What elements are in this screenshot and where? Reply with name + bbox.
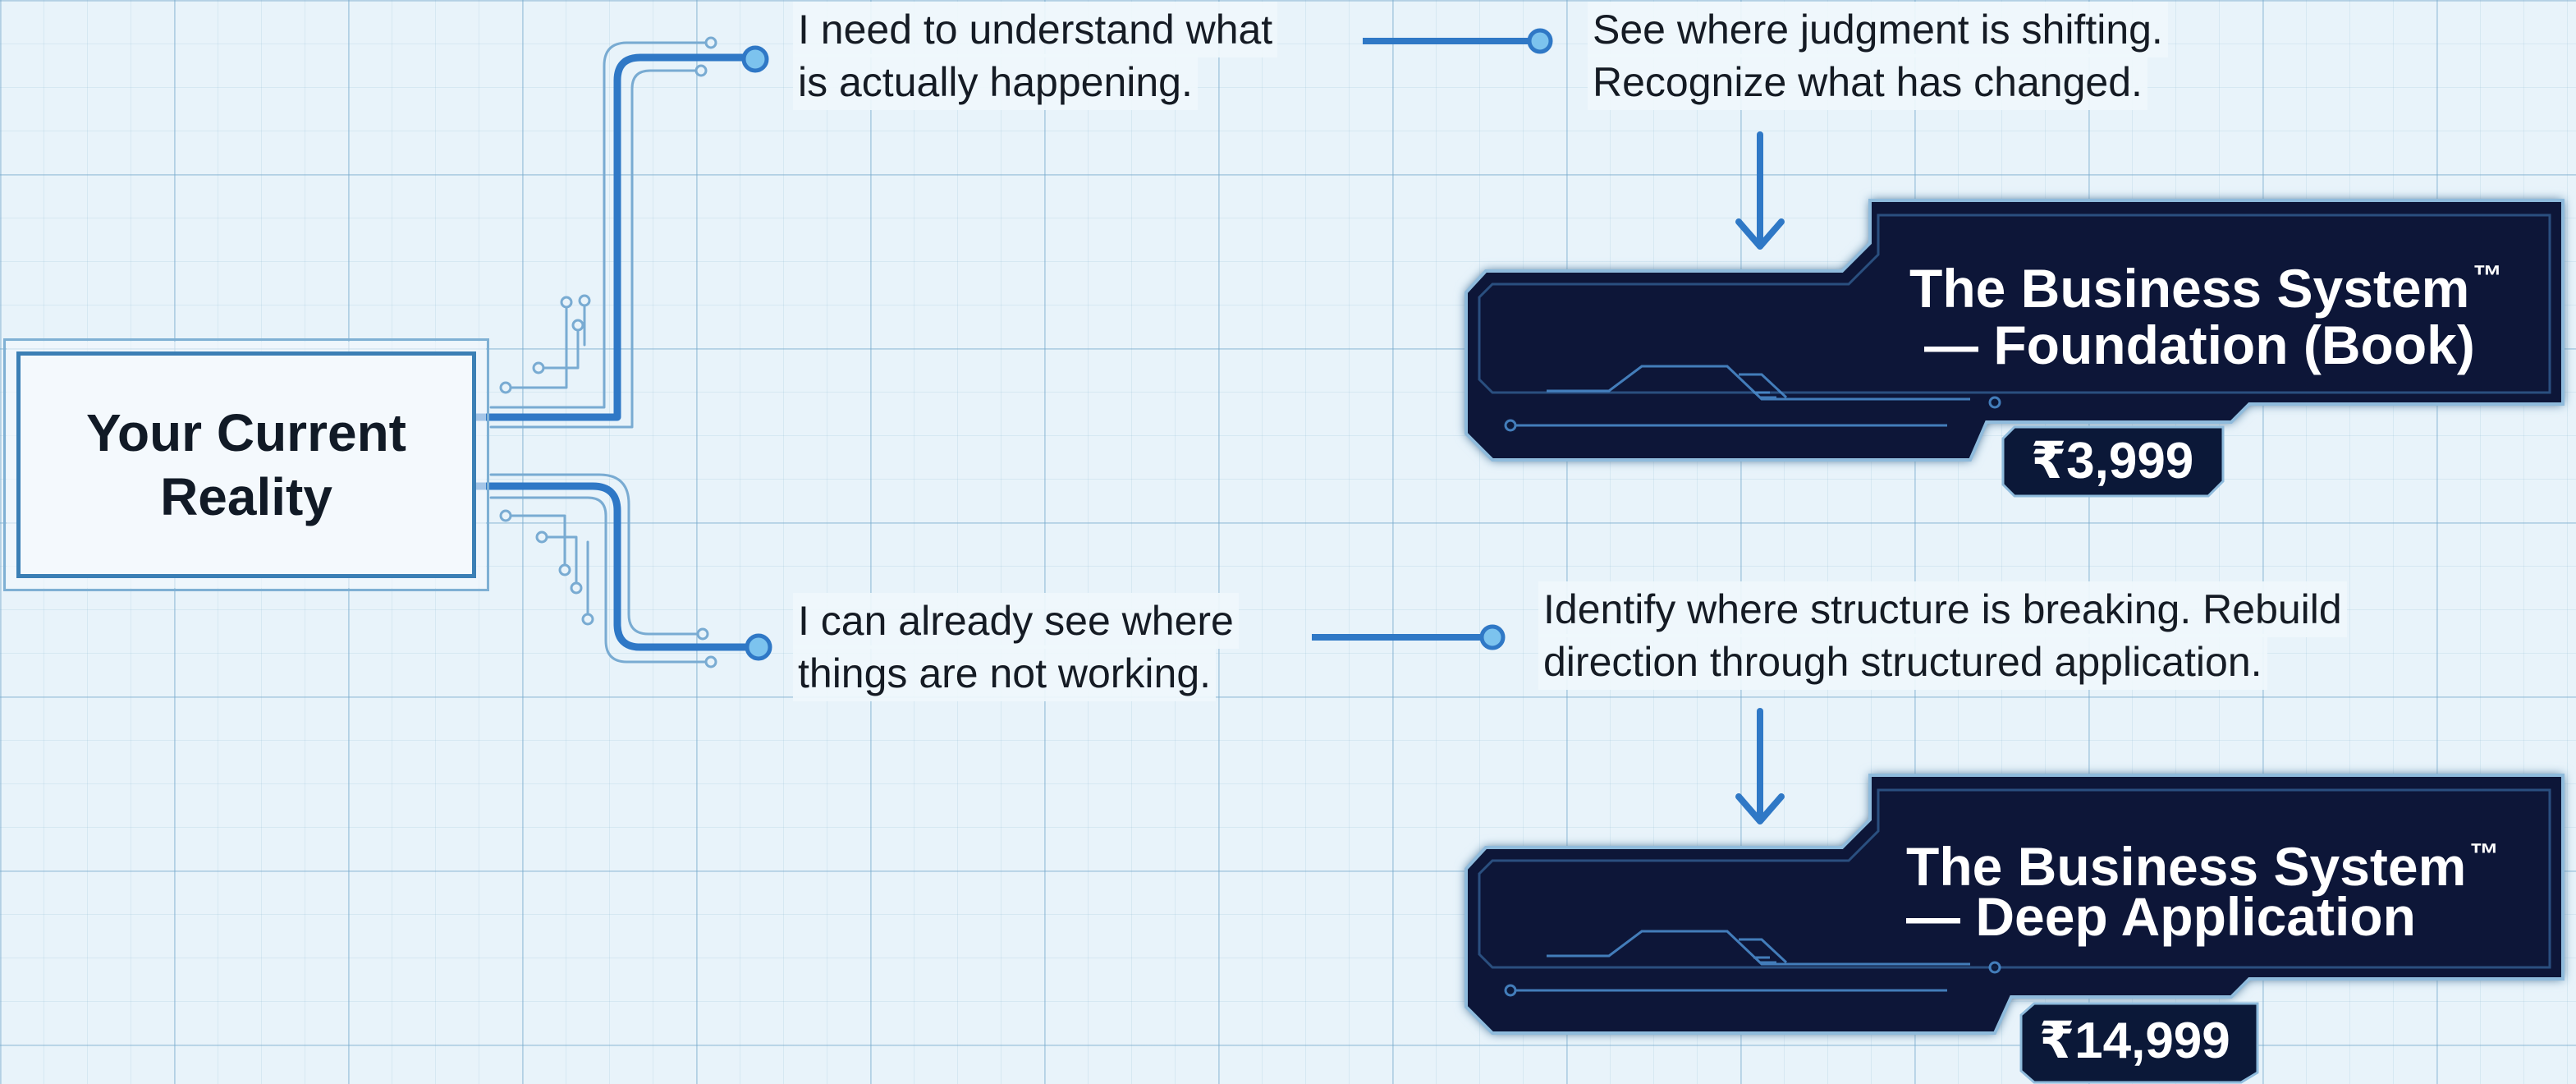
action-text-upper-line1: See where judgment is shifting.	[1588, 2, 2168, 57]
root-box-outline	[3, 338, 489, 591]
product-title-foundation-line2: — Foundation (Book)	[1924, 315, 2475, 375]
upper-stub-1	[507, 304, 568, 389]
action-text-upper-line2: Recognize what has changed.	[1588, 54, 2147, 110]
product-title-deep-application-line2: — Deep Application	[1906, 886, 2416, 947]
trace-nodes	[499, 36, 717, 668]
price-deep-application: ₹14,999	[2039, 1013, 2230, 1069]
need-text-lower-line1: I can already see where	[793, 593, 1239, 649]
down-arrows	[1735, 131, 1785, 824]
product-card-foundation	[1464, 199, 2565, 498]
lower-down-arrow	[1735, 708, 1785, 824]
lower-trace-outer	[489, 473, 701, 636]
upper-trace-inner	[489, 69, 699, 429]
price-tag-foundation	[2001, 425, 2225, 498]
need-text-upper-line1: I need to understand what	[793, 2, 1278, 57]
lower-stub-1	[507, 514, 566, 568]
trademark-symbol: ™	[2469, 837, 2500, 870]
lower-end-node	[745, 633, 772, 661]
root-box: Your Current Reality	[16, 351, 476, 578]
need-text-lower-line2: things are not working.	[793, 645, 1217, 701]
action-connectors	[1312, 38, 1532, 641]
root-title-line2: Reality	[160, 467, 332, 526]
need-text-upper-line2: is actually happening.	[793, 54, 1198, 110]
upper-action-node	[1527, 28, 1553, 54]
product-card-deep-application	[1464, 774, 2565, 1084]
lower-action-node	[1479, 624, 1506, 650]
lower-trace-inner	[489, 496, 709, 664]
action-text-lower-line1: Identify where structure is breaking. Re…	[1538, 581, 2347, 637]
upper-branch-line	[472, 53, 753, 421]
price-tag-deep-application	[2019, 1002, 2259, 1084]
trademark-symbol: ™	[2473, 259, 2503, 292]
upper-trace-outer	[489, 41, 709, 409]
upper-stub-2	[540, 327, 580, 370]
action-text-lower-line2: direction through structured application…	[1538, 634, 2267, 690]
upper-down-arrow	[1735, 131, 1785, 250]
card-circuit-decoration	[1504, 365, 2001, 432]
branch-connectors	[472, 41, 753, 664]
upper-end-node	[741, 45, 769, 73]
root-title-line1: Your Current	[86, 403, 406, 462]
lower-stub-2	[543, 535, 578, 586]
lower-branch-line	[472, 482, 753, 651]
branch-end-nodes	[741, 45, 772, 661]
price-foundation: ₹3,999	[2031, 433, 2194, 489]
